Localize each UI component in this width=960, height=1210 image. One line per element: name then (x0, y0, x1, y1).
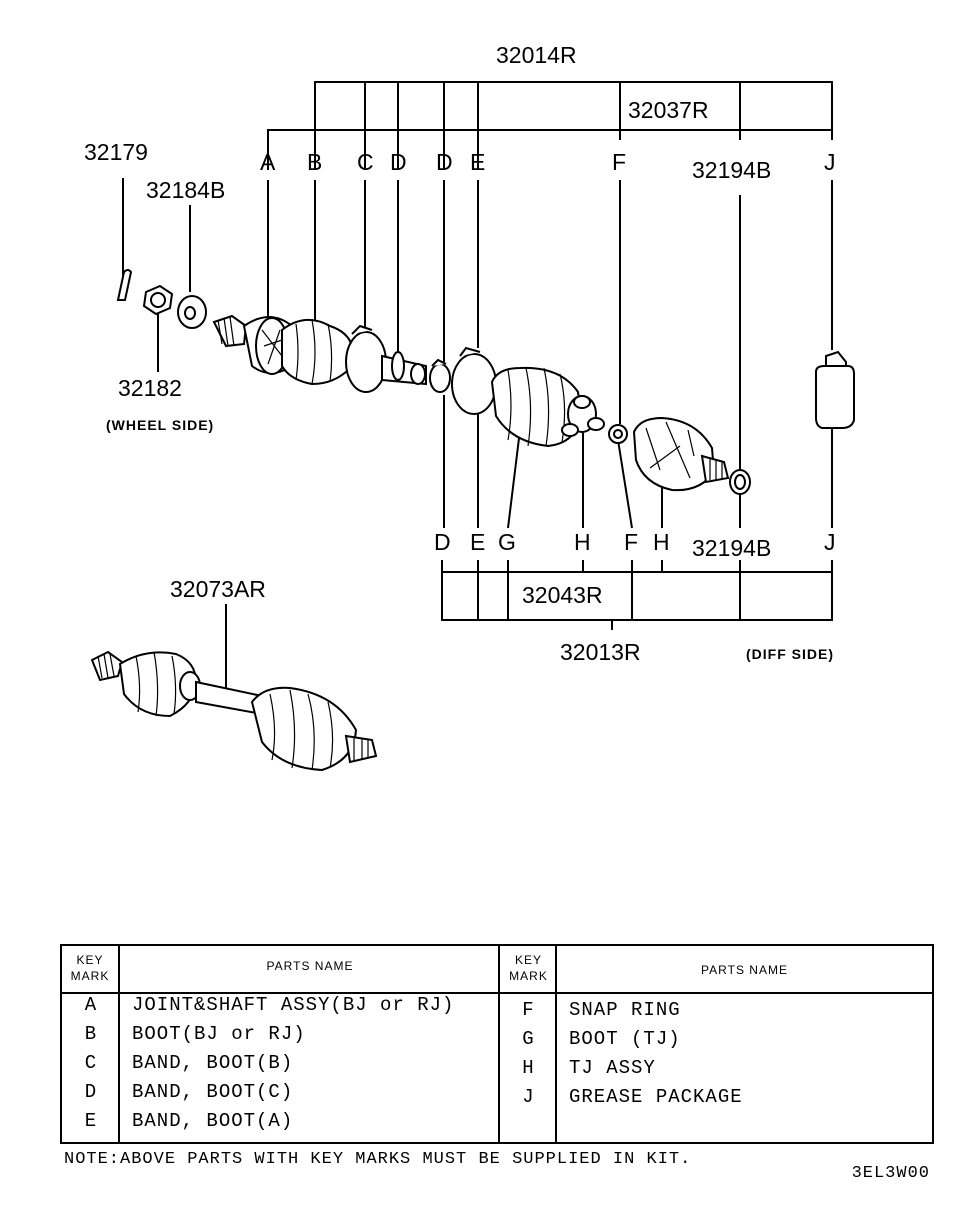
col-parts-name-left (120, 946, 500, 1142)
label-32194B-top: 32194B (692, 157, 771, 183)
header-key-mark-left: KEY MARK (62, 952, 118, 984)
row-part-name: TJ ASSY (569, 1057, 656, 1079)
label-32179: 32179 (84, 139, 148, 165)
col-key-mark-left (62, 946, 120, 1142)
shaft-end-icon (381, 351, 427, 386)
row-mark: G (522, 1028, 535, 1050)
exploded-parts-diagram: 32014R 32037R 32179 32184B 32194B 32182 … (84, 42, 855, 772)
outer-boot-icon (281, 319, 353, 386)
circlip-icon (729, 469, 751, 495)
key-mark-j: J (824, 149, 836, 175)
key-mark-a: A (260, 149, 276, 175)
label-32073AR: 32073AR (170, 576, 266, 602)
drive-shaft-assembly-icon (90, 650, 378, 772)
lock-nut-cap-icon (142, 284, 174, 316)
bottom-bracket-lines (441, 560, 833, 630)
key-mark-d-2: D (436, 149, 453, 175)
tripod-joint-icon (561, 395, 605, 437)
grease-package-icon (815, 350, 855, 429)
row-part-name: JOINT&SHAFT ASSY(BJ or RJ) (132, 994, 455, 1016)
label-32194B-bottom: 32194B (692, 535, 771, 561)
row-mark: D (84, 1081, 98, 1103)
key-mark-j-bottom: J (824, 529, 836, 555)
tj-housing-icon (632, 416, 730, 492)
row-mark: B (84, 1023, 98, 1045)
key-mark-g-bottom: G (498, 529, 516, 555)
header-key-text: KEY (76, 953, 104, 967)
label-32184B: 32184B (146, 177, 225, 203)
row-mark: C (84, 1052, 98, 1074)
row-part-name: GREASE PACKAGE (569, 1086, 743, 1108)
key-marks-bottom: D E G H F H J (434, 529, 836, 555)
header-key-text: KEY (514, 953, 542, 967)
key-mark-h-bottom-1: H (574, 529, 591, 555)
row-mark: H (522, 1057, 535, 1079)
key-mark-e-bottom: E (470, 529, 485, 555)
washer-icon (177, 295, 207, 329)
snap-ring-icon (608, 424, 628, 444)
row-mark: J (522, 1086, 535, 1108)
header-mark-text: MARK (509, 969, 548, 983)
key-mark-h-bottom-2: H (653, 529, 670, 555)
key-mark-e: E (470, 149, 485, 175)
label-32043R: 32043R (522, 582, 603, 608)
header-key-mark-right: KEY MARK (500, 952, 557, 984)
row-mark: E (84, 1110, 98, 1132)
row-part-name: SNAP RING (569, 999, 681, 1021)
boot-band-b-icon (345, 324, 387, 393)
row-part-name: BAND, BOOT(B) (132, 1052, 294, 1074)
row-part-name: BAND, BOOT(A) (132, 1110, 294, 1132)
header-divider (62, 992, 932, 994)
label-32182: 32182 (118, 375, 182, 401)
leader-lines (122, 178, 833, 690)
row-mark: F (522, 999, 535, 1021)
label-32013R: 32013R (560, 639, 641, 665)
key-mark-c: C (357, 149, 374, 175)
boot-band-a-icon (451, 346, 497, 415)
col-key-mark-right (500, 946, 557, 1142)
row-part-name: BOOT(BJ or RJ) (132, 1023, 306, 1045)
label-32014R: 32014R (496, 42, 577, 68)
key-mark-d-bottom: D (434, 529, 451, 555)
key-mark-b: B (307, 149, 322, 175)
diagram-code: 3EL3W00 (851, 1164, 930, 1183)
label-32037R: 32037R (628, 97, 709, 123)
header-parts-name-right: PARTS NAME (701, 963, 788, 977)
label-wheel-side: (WHEEL SIDE) (106, 417, 214, 433)
part-number-labels: 32014R 32037R 32179 32184B 32194B 32182 … (84, 42, 834, 665)
parts-table: KEY MARK PARTS NAME KEY MARK PARTS NAME … (60, 944, 934, 1144)
key-mark-f-bottom: F (624, 529, 638, 555)
row-part-name: BOOT (TJ) (569, 1028, 681, 1050)
key-mark-f: F (612, 149, 626, 175)
kit-note: NOTE:ABOVE PARTS WITH KEY MARKS MUST BE … (64, 1150, 692, 1169)
boot-band-c-icon (429, 358, 451, 393)
key-marks-top: A B C D D E F J (260, 149, 836, 175)
top-bracket-lines (267, 81, 833, 170)
key-mark-d-1: D (390, 149, 407, 175)
header-parts-name-left: PARTS NAME (266, 959, 354, 973)
row-part-name: BAND, BOOT(C) (132, 1081, 294, 1103)
label-diff-side: (DIFF SIDE) (746, 646, 834, 662)
header-mark-text: MARK (70, 969, 110, 983)
outer-joint-shaft-icon (212, 314, 293, 375)
cotter-pin-icon (116, 269, 133, 301)
row-mark: A (84, 994, 98, 1016)
